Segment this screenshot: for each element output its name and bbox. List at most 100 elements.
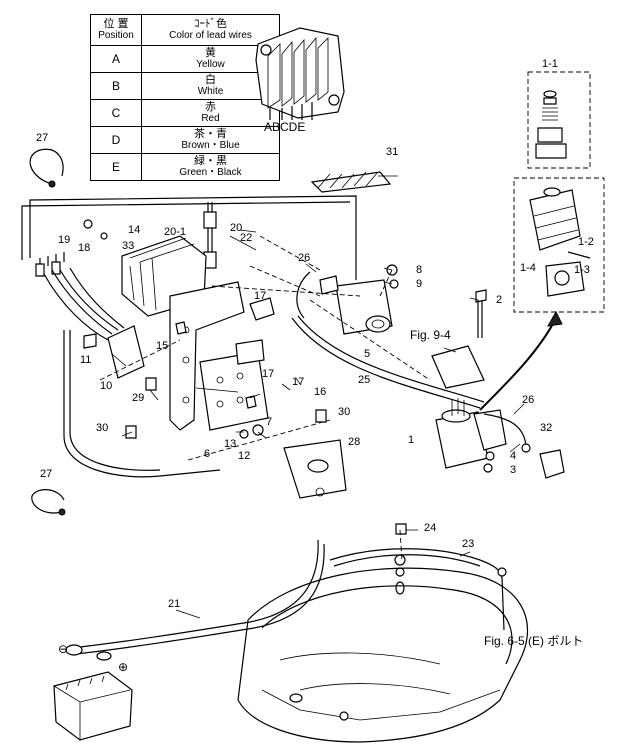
battery-plus-mark: ⊕ — [118, 660, 129, 674]
table-row: D 茶・青 Brown・Blue — [90, 126, 280, 154]
callout-33: 33 — [122, 240, 135, 252]
color-jp: 緑・黒 — [194, 155, 227, 167]
harness-top-2 — [21, 201, 351, 260]
callout-20: 20 — [230, 222, 243, 234]
callout-23: 23 — [462, 538, 475, 550]
color-en: Green・Black — [179, 167, 242, 178]
hatched-plate — [310, 171, 392, 193]
callout-7: 7 — [266, 416, 273, 428]
color-en: Red — [201, 113, 220, 124]
table-header-row: 位 置 Position ｺｰﾄﾞ色 Color of lead wires — [90, 14, 280, 46]
color-jp: 茶・青 — [194, 128, 227, 140]
callout-17-a: 17 — [254, 290, 267, 302]
pinion-assembly-box — [527, 71, 591, 169]
cable-right — [483, 413, 527, 447]
callout-25: 25 — [358, 374, 371, 386]
regulator-top-view — [255, 27, 345, 120]
callout-24: 24 — [424, 522, 437, 534]
callout-5: 5 — [364, 348, 371, 360]
callout-13: 13 — [224, 438, 237, 450]
callout-30-a: 30 — [96, 422, 109, 434]
position-header-jp: 位 置 — [103, 18, 129, 30]
callout-6: 6 — [204, 448, 211, 460]
color-header-en: Color of lead wires — [169, 30, 252, 41]
color-header-jp: ｺｰﾄﾞ色 — [194, 18, 227, 30]
harness-top — [29, 195, 357, 280]
callout-27-a: 27 — [36, 132, 49, 144]
ground-cable — [329, 548, 503, 579]
color-jp: 黄 — [205, 47, 216, 59]
upper-bracket — [431, 345, 485, 389]
callout-1-3: 1-3 — [574, 264, 590, 276]
battery — [53, 644, 133, 741]
callout-28: 28 — [348, 436, 361, 448]
callout-17-b: 17 — [262, 368, 275, 380]
battery-minus-mark: ⊖ — [58, 642, 69, 656]
callout-2: 2 — [496, 294, 503, 306]
callout-10: 10 — [100, 380, 113, 392]
callout-3: 3 — [510, 464, 517, 476]
callout-21: 21 — [168, 598, 181, 610]
color-cell: 白 White — [141, 72, 280, 100]
callout-30-b: 30 — [338, 406, 351, 418]
starter-cable — [291, 317, 481, 409]
terminal-cap — [539, 449, 565, 479]
figure-ref-6-5: Fig. 6-5 (E) ボルト — [484, 634, 584, 648]
cable-upper — [296, 271, 311, 319]
callout-27-b: 27 — [40, 468, 53, 480]
color-cell: 緑・黒 Green・Black — [141, 153, 280, 181]
color-jp: 赤 — [205, 101, 216, 113]
callout-8: 8 — [416, 264, 423, 276]
callout-11: 11 — [80, 354, 92, 366]
battery-cable — [71, 539, 319, 649]
color-en: Yellow — [196, 59, 225, 70]
table-row: C 赤 Red — [90, 99, 280, 127]
callout-1: 1 — [408, 434, 415, 446]
harness-left — [63, 330, 221, 478]
engine-cowling — [237, 567, 529, 743]
callout-1-1: 1-1 — [542, 58, 558, 70]
figure-ref-9-4: Fig. 9-4 — [410, 328, 451, 342]
position-header-en: Position — [98, 30, 134, 41]
callout-18: 18 — [78, 242, 91, 254]
callout-19: 19 — [58, 234, 71, 246]
callout-12: 12 — [238, 450, 251, 462]
position-cell: E — [90, 153, 142, 181]
connector-letters: ABCDE — [264, 120, 306, 134]
detail-arrow — [479, 317, 557, 411]
callout-16: 16 — [314, 386, 327, 398]
starter-motor — [435, 398, 507, 469]
callout-17-c: 17 — [292, 376, 305, 388]
circlip-lower — [31, 489, 65, 514]
callout-1-2: 1-2 — [578, 236, 594, 248]
arrow-head — [547, 310, 563, 327]
callout-15: 15 — [156, 340, 169, 352]
position-cell: A — [90, 45, 142, 73]
callout-22: 22 — [240, 232, 253, 244]
callout-1-4: 1-4 — [520, 262, 536, 274]
color-cell: 茶・青 Brown・Blue — [141, 126, 280, 154]
callout-32: 32 — [540, 422, 553, 434]
position-header: 位 置 Position — [90, 14, 142, 46]
rectifier-block — [43, 267, 145, 379]
lead-wire-color-table: 位 置 Position ｺｰﾄﾞ色 Color of lead wires A… — [90, 14, 280, 181]
callout-20-1: 20-1 — [164, 226, 187, 238]
position-cell: D — [90, 126, 142, 154]
bracket-28 — [283, 439, 347, 499]
fasteners — [83, 219, 495, 595]
color-jp: 白 — [205, 74, 216, 86]
color-header: ｺｰﾄﾞ色 Color of lead wires — [141, 14, 280, 46]
table-row: B 白 White — [90, 72, 280, 100]
color-en: Brown・Blue — [181, 140, 240, 151]
color-en: White — [197, 86, 224, 97]
circlip-upper — [29, 148, 64, 185]
callout-9: 9 — [416, 278, 423, 290]
long-bolt — [477, 300, 483, 338]
terminal-plate — [199, 339, 269, 431]
callout-26-a: 26 — [298, 252, 311, 264]
starter-detail-box — [513, 177, 605, 313]
callout-26-b: 26 — [522, 394, 535, 406]
callout-31: 31 — [386, 146, 399, 158]
